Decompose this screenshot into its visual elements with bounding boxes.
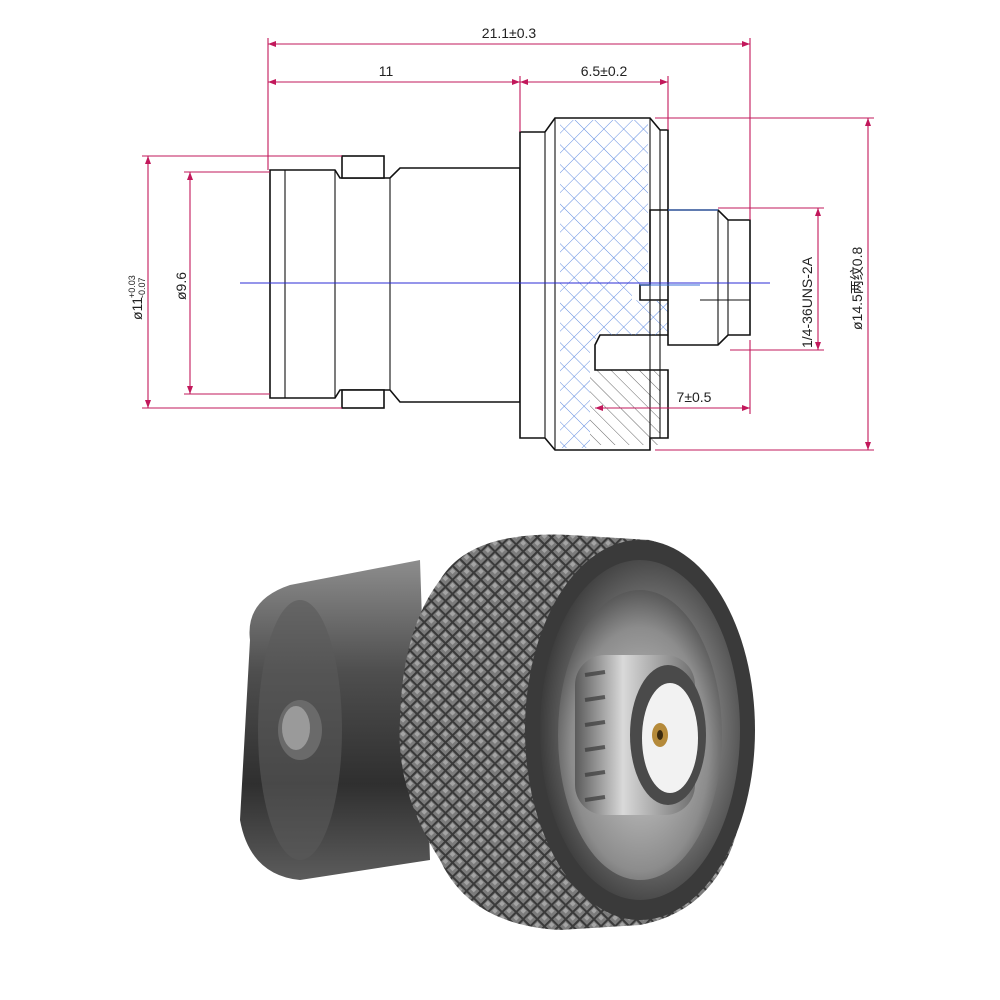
- photo-sma-jack: [575, 655, 706, 815]
- technical-drawing: 21.1±0.3 11 6.5±0.2 ø11 +0.03 -0.07: [127, 25, 874, 451]
- thread-spec-label: 1/4-36UNS-2A: [799, 256, 815, 348]
- dim-outer-diameter: ø11 +0.03 -0.07: [127, 155, 342, 409]
- outer-diameter-tol-lower: -0.07: [137, 277, 147, 298]
- body-length-label: 11: [379, 63, 394, 79]
- nut-diameter-label: ø14.5两纹0.8: [849, 247, 865, 330]
- nut-length-label: 6.5±0.2: [581, 63, 628, 79]
- inner-diameter-label: ø9.6: [173, 272, 189, 300]
- dim-nut-diameter: ø14.5两纹0.8: [655, 117, 874, 451]
- outer-diameter-tol-upper: +0.03: [127, 275, 137, 298]
- overall-length-label: 21.1±0.3: [482, 25, 537, 41]
- outer-diameter-label: ø11: [129, 297, 145, 320]
- dim-thread: 1/4-36UNS-2A: [718, 207, 824, 351]
- dim-body-length: 11: [268, 63, 521, 132]
- dim-inner-diameter: ø9.6: [173, 171, 270, 395]
- dim-nut-length: 6.5±0.2: [520, 63, 669, 130]
- sma-thread: [640, 209, 751, 346]
- dim-overall-length: 21.1±0.3: [267, 25, 751, 220]
- bnc-body: [269, 155, 521, 409]
- bore-depth-label: 7±0.5: [677, 389, 712, 405]
- dim-bore-depth: 7±0.5: [595, 340, 751, 414]
- photo-bnc-barrel: [240, 560, 430, 880]
- product-photo: [240, 534, 755, 930]
